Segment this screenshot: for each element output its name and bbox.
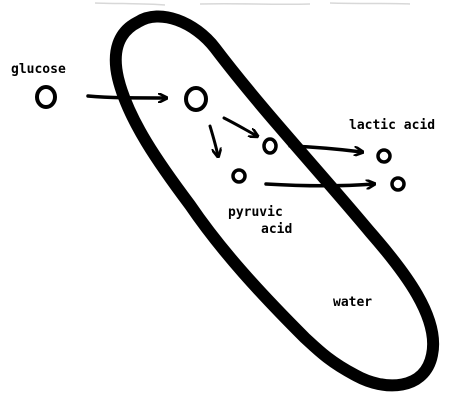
cell-membrane: [116, 16, 433, 385]
glucose-molecule-inside: [186, 88, 206, 110]
lactic-acid-label: lactic acid: [349, 118, 435, 133]
fermentation-arrow-2: [266, 184, 374, 186]
lactic-acid-molecule-1: [378, 150, 390, 162]
lactic-acid-molecule-2: [392, 178, 404, 190]
pyruvic-acid-molecule-1: [264, 139, 276, 153]
pyruvic-acid-label-line2: acid: [261, 222, 292, 237]
glycolysis-arrow-2: [210, 126, 218, 156]
water-label: water: [333, 295, 372, 310]
glycolysis-arrow-1: [224, 118, 257, 136]
glucose-uptake-arrow: [88, 96, 166, 98]
glucose-label: glucose: [11, 62, 66, 77]
faint-top-marks: [95, 3, 410, 5]
pyruvic-acid-molecule-2: [233, 170, 245, 182]
glucose-molecule-outside: [37, 87, 55, 107]
pyruvic-acid-label-line1: pyruvic: [228, 205, 283, 220]
